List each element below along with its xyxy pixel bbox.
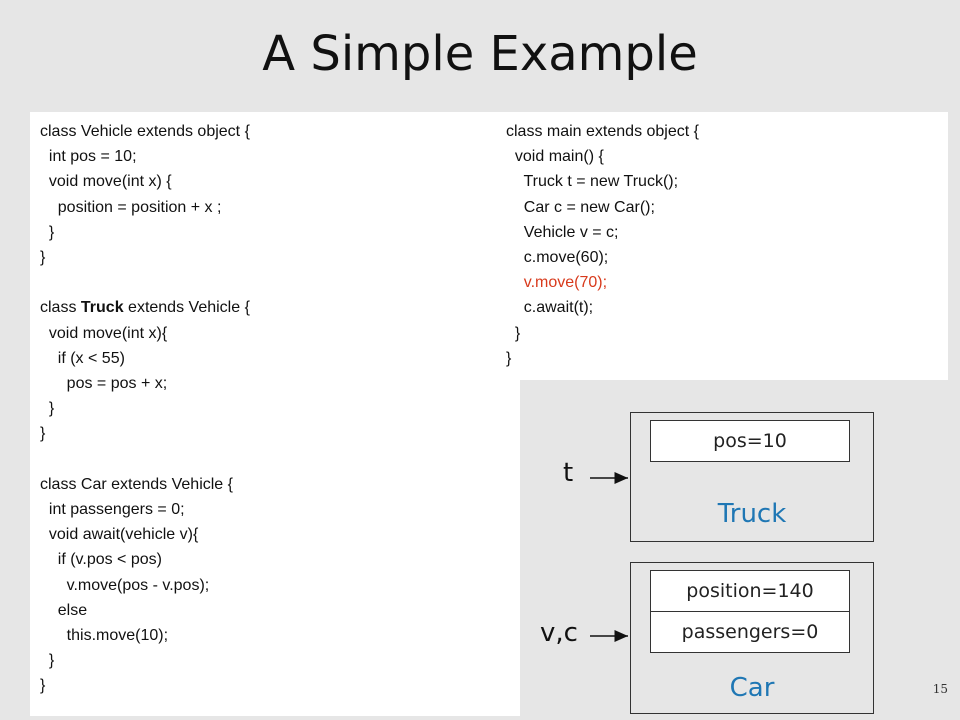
code-line: void await(vehicle v){	[40, 526, 199, 544]
code-line: int passengers = 0;	[40, 501, 185, 518]
code-line: Car c = new Car();	[506, 198, 655, 216]
code-line: }	[40, 223, 55, 241]
code-line: c.move(60);	[506, 249, 609, 266]
code-line: class Car extends Vehicle {	[40, 475, 233, 493]
code-line: void main() {	[506, 148, 604, 166]
code-line: }	[40, 677, 46, 695]
truck-object-box: pos=10 Truck	[630, 412, 874, 542]
car-field-passengers: passengers=0	[650, 611, 850, 653]
code-line: }	[40, 425, 46, 443]
car-field-position: position=140	[650, 570, 850, 612]
code-line: void move(int x){	[40, 324, 168, 342]
class-definitions-code: class Vehicle extends object { int pos =…	[30, 112, 520, 716]
code-keyword-bold: Truck	[80, 299, 124, 317]
page-number: 15	[932, 682, 948, 696]
code-line: Truck t = new Truck();	[506, 173, 679, 191]
car-object-box: position=140 passengers=0 Car	[630, 562, 874, 714]
code-line: Vehicle v = c;	[506, 223, 619, 241]
code-line: v.move(70);	[506, 274, 608, 292]
code-line: c.await(t);	[506, 299, 594, 317]
truck-field-pos: pos=10	[650, 420, 850, 462]
code-line: if (x < 55)	[40, 349, 125, 367]
main-class-code: class main extends object { void main() …	[490, 112, 948, 380]
code-line: }	[506, 349, 512, 367]
code-line: }	[506, 324, 521, 342]
car-variable-label: v,c	[540, 618, 578, 648]
slide-title: A Simple Example	[262, 26, 698, 82]
code-line: else	[40, 601, 88, 619]
code-line: this.move(10);	[40, 627, 169, 644]
code-line: }	[40, 652, 55, 670]
code-line: class Vehicle extends object {	[40, 123, 250, 140]
car-object-label: Car	[729, 673, 775, 703]
code-line: int pos = 10;	[40, 148, 137, 166]
code-line: }	[40, 400, 55, 418]
code-line: class Truck extends Vehicle {	[40, 298, 250, 318]
truck-variable-label: t	[563, 458, 574, 488]
code-line: }	[40, 249, 46, 266]
code-line: void move(int x) {	[40, 173, 172, 191]
code-line: v.move(pos - v.pos);	[40, 576, 210, 594]
code-line: pos = pos + x;	[40, 375, 168, 392]
truck-object-label: Truck	[717, 499, 787, 529]
code-text: extends Vehicle {	[123, 299, 250, 317]
code-line: class main extends object {	[506, 123, 699, 140]
code-text: class	[40, 299, 81, 317]
code-line: position = position + x ;	[40, 198, 222, 216]
code-line: if (v.pos < pos)	[40, 551, 162, 569]
